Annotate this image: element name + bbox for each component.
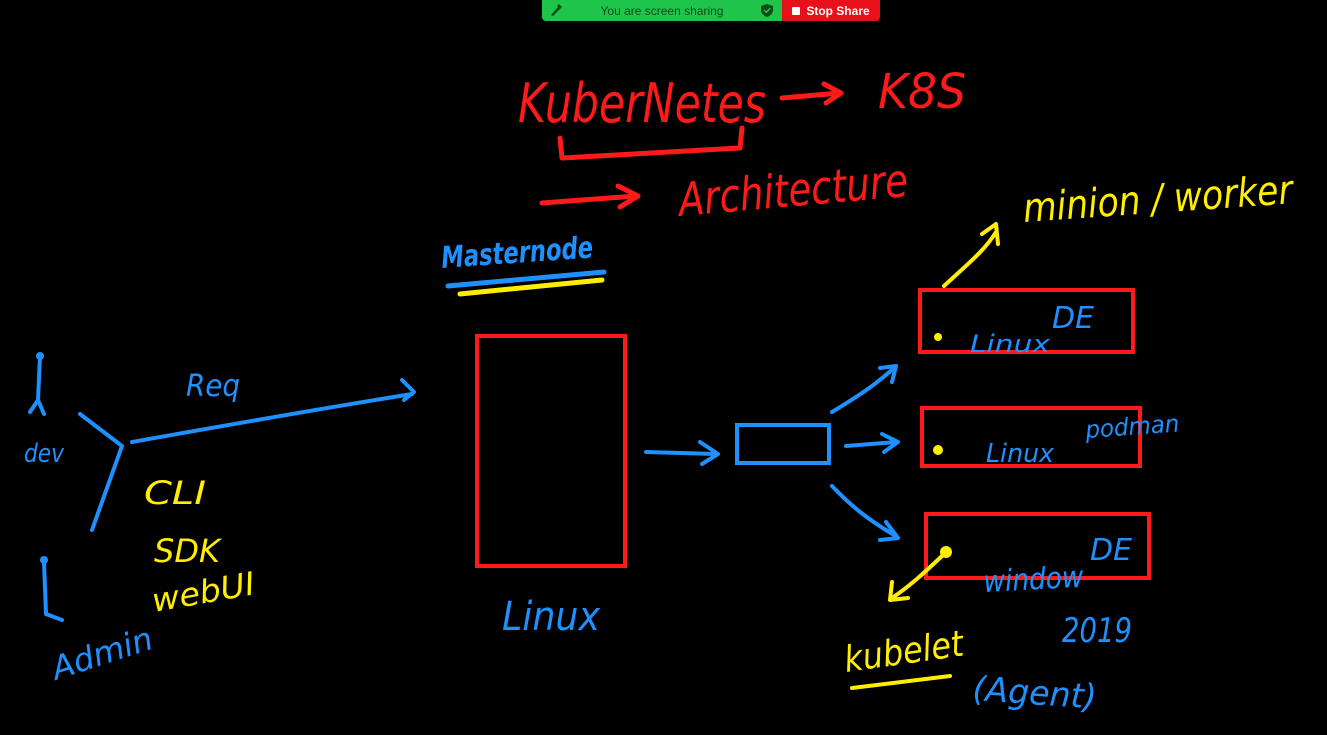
title-k8s: K8S [878,64,966,120]
scheduler-box [735,423,831,465]
dev-user-figure [28,354,46,416]
kubelet-arrow [888,554,944,602]
stop-share-button[interactable]: Stop Share [782,0,880,21]
worker-pointer-arrow [942,222,1000,288]
dev-label: dev [24,439,65,469]
webui-label: webUI [149,564,258,619]
user-branch-lines [78,412,124,532]
kubelet-label: kubelet [842,623,968,681]
worker-node-3-os: window [983,560,1085,600]
share-status-indicator[interactable]: You are screen sharing [542,0,782,21]
screen-share-banner: You are screen sharing Stop Share [542,0,880,21]
worker-node-2-extra: podman [1084,409,1181,444]
share-status-text: You are screen sharing [600,3,724,18]
worker-node-1-suffix: DE [1052,301,1094,336]
fan-arrow-top [830,364,898,414]
request-arrow [130,378,416,444]
annotate-icon[interactable] [548,3,563,18]
master-to-scheduler-arrow [644,440,720,466]
title-arrow [779,81,844,106]
worker-node-2-os: Linux [986,439,1055,469]
kubelet-underline [850,674,952,690]
worker-node-3-version: 2019 [1062,611,1132,651]
dev-user-head [36,352,44,360]
stop-icon [792,6,801,15]
shield-check-icon [761,4,773,17]
master-node-box [475,334,627,568]
master-underline-blue [445,269,607,289]
request-label: Req [186,369,240,404]
subtitle-architecture: Architecture [674,153,910,227]
master-node-label: Masternode [440,230,594,276]
subtitle-arrow [539,183,641,210]
worker-node-2-box [920,406,1142,468]
sdk-label: SDK [154,532,223,570]
master-underline-yellow [457,277,605,297]
worker-node-3-suffix: DE [1090,533,1132,568]
worker-node-1-box [918,288,1135,354]
title-kubernetes: KuberNetes [518,72,766,135]
cli-label: CLI [144,474,206,512]
stop-share-label: Stop Share [806,3,870,18]
title-underbrace [557,125,745,161]
worker-node-1-dot [934,333,942,341]
worker-node-2-dot [933,445,943,455]
master-os-label: Linux [502,594,600,640]
worker-label: minion / worker [1021,167,1296,232]
worker-node-3-box [924,512,1151,580]
admin-user-figure [42,560,64,622]
fan-arrow-bottom [830,484,900,542]
admin-label: Admin [45,619,158,688]
worker-node-1-os: Linux [970,330,1051,358]
fan-arrow-mid [844,432,900,454]
agent-label: (Agent) [971,669,1097,718]
